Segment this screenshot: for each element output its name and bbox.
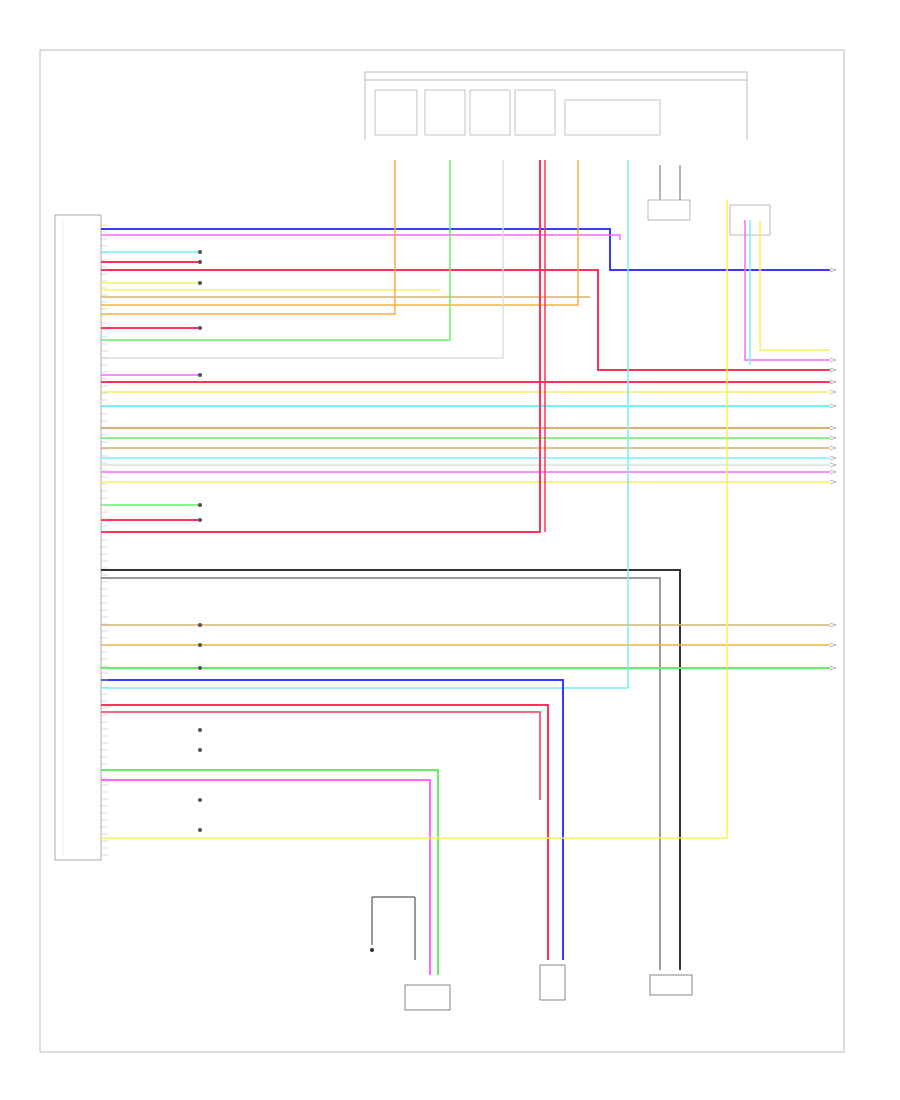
terminal-arrow	[829, 357, 837, 363]
wire-39	[101, 200, 728, 839]
terminal-arrow	[829, 469, 837, 475]
wires-group	[101, 160, 837, 975]
wire-13	[101, 160, 504, 359]
right-relay-top	[647, 199, 691, 221]
splice-dot	[198, 518, 202, 522]
top-connector-header	[364, 71, 748, 140]
splice-dot	[198, 326, 202, 330]
wire-34	[101, 679, 564, 960]
wire-35	[101, 704, 549, 960]
wire-10	[101, 160, 396, 315]
wire-36	[101, 711, 541, 800]
terminal-arrow	[829, 425, 837, 431]
wire-5	[101, 269, 830, 371]
wire-40	[744, 220, 830, 361]
wire-33	[101, 160, 629, 689]
terminal-arrow	[829, 642, 837, 648]
wire-27	[101, 160, 541, 533]
splice-dot	[198, 260, 202, 264]
bottom-module	[539, 964, 566, 1001]
ground-point	[370, 896, 416, 960]
terminal-arrow	[829, 389, 837, 395]
terminal-arrow	[829, 665, 837, 671]
splice-dot	[198, 748, 202, 752]
wire-37	[101, 769, 439, 975]
diagram-border	[39, 49, 845, 1053]
splice-dot	[198, 798, 202, 802]
wire-9	[101, 160, 579, 306]
terminal-arrow	[829, 479, 837, 485]
left-connector-block	[54, 214, 102, 861]
terminal-arrow	[829, 367, 837, 373]
terminal-arrow	[829, 455, 837, 461]
wire-38	[101, 779, 431, 975]
wire-12	[101, 160, 451, 341]
splice-dot	[198, 281, 202, 285]
wire-41	[759, 220, 830, 351]
splice-dot	[198, 666, 202, 670]
splice-dot	[198, 250, 202, 254]
terminal-arrow	[829, 435, 837, 441]
wire-28	[101, 569, 681, 970]
terminal-arrow	[829, 403, 837, 409]
splice-dot	[198, 828, 202, 832]
wire-2	[101, 234, 621, 240]
terminal-arrow	[829, 267, 837, 273]
terminal-arrow	[829, 462, 837, 468]
wire-29	[101, 577, 661, 970]
terminal-arrow	[829, 445, 837, 451]
bottom-relay	[649, 974, 693, 996]
bottom-sensor	[404, 984, 451, 1011]
terminal-arrow	[829, 379, 837, 385]
terminal-arrow	[829, 622, 837, 628]
wire-1	[101, 228, 830, 271]
splice-dot	[198, 623, 202, 627]
splice-dot	[198, 728, 202, 732]
splice-dot	[198, 503, 202, 507]
splice-dot	[198, 643, 202, 647]
splice-dot	[198, 373, 202, 377]
